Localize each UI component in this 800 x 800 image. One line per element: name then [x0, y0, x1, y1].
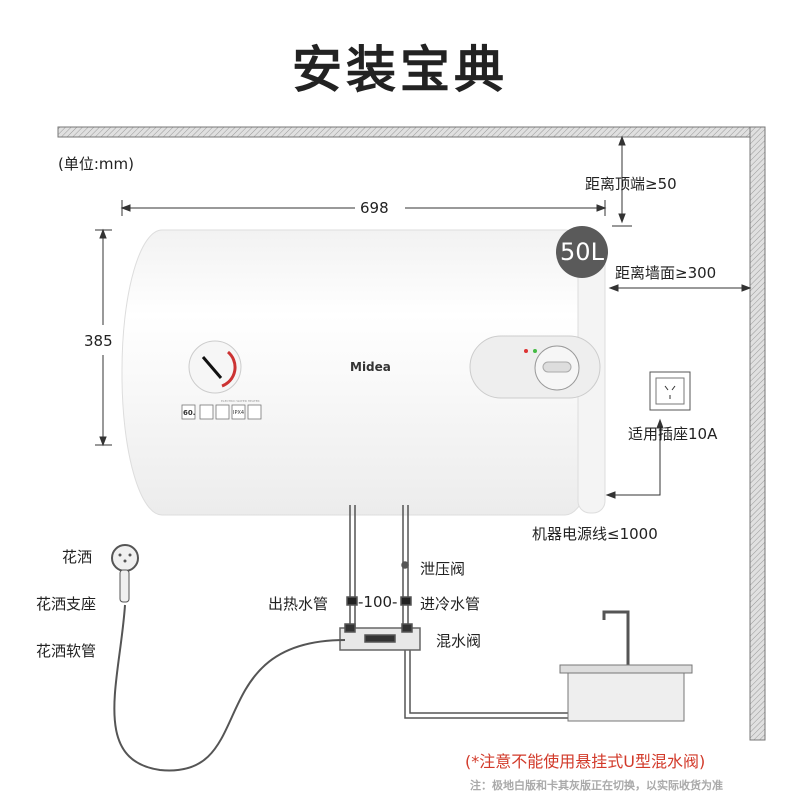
water-heater: ELECTRIC WATER HEATER 60. IPX4 — [121, 229, 606, 516]
brand-logo: Midea — [350, 360, 391, 374]
sink — [559, 610, 693, 722]
power-cord-label: 机器电源线≤1000 — [532, 525, 658, 543]
relief-valve-label: 泄压阀 — [420, 560, 466, 578]
wall-clearance-label: 距离墙面≥300 — [615, 264, 717, 282]
cold-pipe-label: 进冷水管 — [420, 595, 481, 613]
note-text: 注：极地白版和卡其灰版正在切换，以实际收货为准 — [470, 779, 723, 792]
unit-label: (单位:mm) — [58, 155, 134, 173]
capacity-badge: 50L — [556, 226, 608, 278]
panel-label: ELECTRIC WATER HEATER — [221, 399, 260, 403]
pipes — [113, 505, 570, 772]
hot-pipe-label: 出热水管 — [268, 595, 329, 613]
pipe-spacing-label: -100- — [358, 593, 398, 611]
dimension-lines — [95, 135, 752, 499]
shower-head — [111, 544, 139, 603]
width-dimension: 698 — [360, 199, 389, 217]
svg-text:IPX4: IPX4 — [233, 410, 244, 416]
warning-text: (*注意不能使用悬挂式U型混水阀) — [465, 752, 706, 771]
socket-label: 适用插座10A — [628, 425, 718, 443]
mixing-valve-label: 混水阀 — [436, 632, 482, 650]
shower-hose — [113, 604, 346, 772]
socket — [649, 371, 691, 411]
thermometer-dial — [188, 340, 242, 394]
top-clearance-label: 距离顶端≥50 — [585, 175, 677, 193]
shower-label: 花洒 — [62, 548, 93, 566]
shower-hose-label: 花洒软管 — [36, 642, 97, 660]
height-dimension: 385 — [84, 332, 113, 350]
shower-holder-label: 花洒支座 — [36, 595, 97, 613]
wall — [57, 126, 766, 741]
svg-text:60.: 60. — [183, 409, 195, 417]
page-title: 安装宝典 — [292, 41, 508, 99]
